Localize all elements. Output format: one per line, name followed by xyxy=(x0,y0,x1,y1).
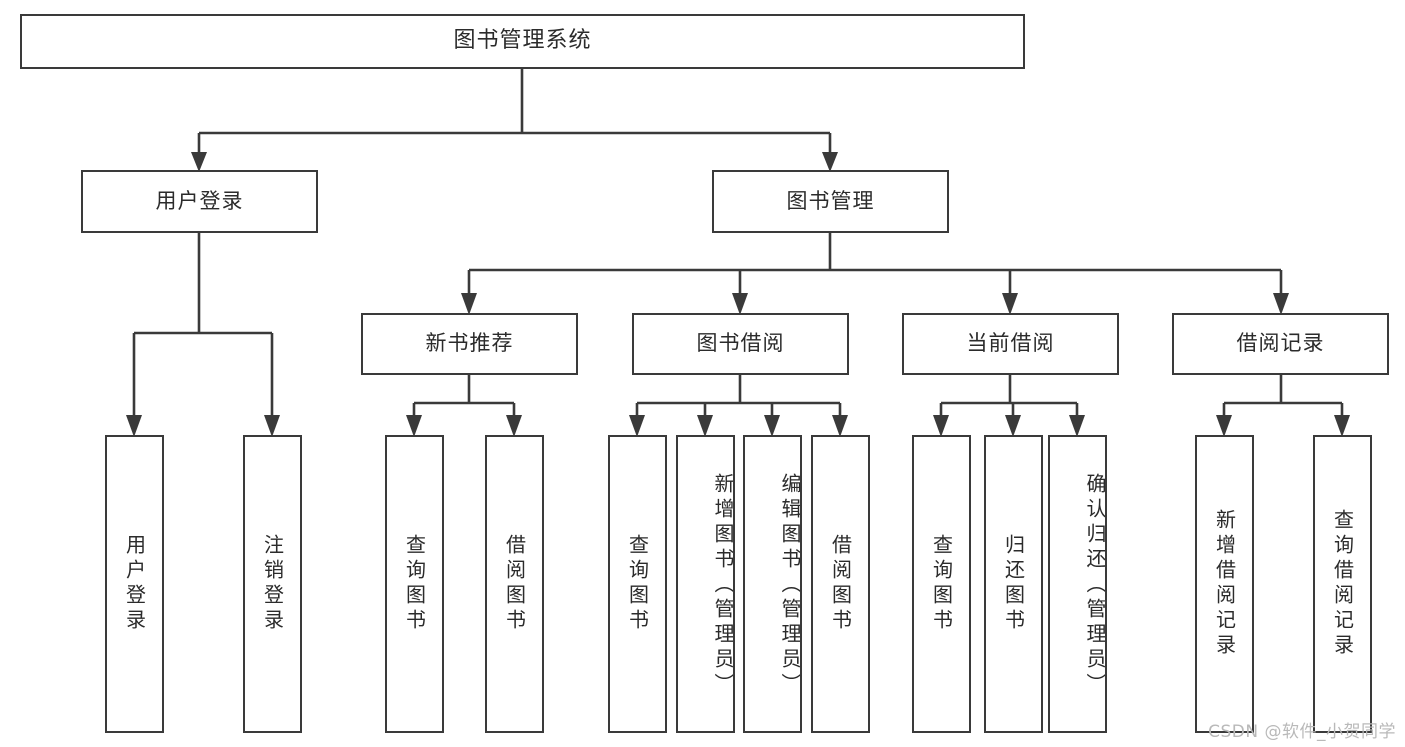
arrow-current-borrow-child-3 xyxy=(1069,415,1085,437)
leaf-current-borrow-confirm-return[interactable]: 确认归还（管理员） xyxy=(1048,435,1107,733)
leaf-user-login-login[interactable]: 用户登录 xyxy=(105,435,164,733)
arrow-borrow-record-child-2 xyxy=(1334,415,1350,437)
node-book-borrow[interactable]: 图书借阅 xyxy=(632,313,849,375)
leaf-book-borrow-edit[interactable]: 编辑图书（管理员） xyxy=(743,435,802,733)
node-book-manage[interactable]: 图书管理 xyxy=(712,170,949,233)
arrow-user-login-child-2 xyxy=(264,415,280,437)
leaf-book-borrow-borrow[interactable]: 借阅图书 xyxy=(811,435,870,733)
leaf-current-borrow-return[interactable]: 归还图书 xyxy=(984,435,1043,733)
arrow-to-current-borrow xyxy=(1002,293,1018,315)
arrow-to-book-manage xyxy=(822,152,838,172)
arrow-user-login-child-1 xyxy=(126,415,142,437)
arrow-to-borrow-record xyxy=(1273,293,1289,315)
leaf-borrow-record-query[interactable]: 查询借阅记录 xyxy=(1313,435,1372,733)
leaf-book-borrow-add[interactable]: 新增图书（管理员） xyxy=(676,435,735,733)
arrow-new-book-child-2 xyxy=(506,415,522,437)
leaf-user-login-logout[interactable]: 注销登录 xyxy=(243,435,302,733)
node-new-book-recommend[interactable]: 新书推荐 xyxy=(361,313,578,375)
node-root[interactable]: 图书管理系统 xyxy=(20,14,1025,69)
node-borrow-record[interactable]: 借阅记录 xyxy=(1172,313,1389,375)
arrow-new-book-child-1 xyxy=(406,415,422,437)
arrow-current-borrow-child-1 xyxy=(933,415,949,437)
arrow-to-book-borrow xyxy=(732,293,748,315)
leaf-new-book-query[interactable]: 查询图书 xyxy=(385,435,444,733)
arrow-book-borrow-child-2 xyxy=(697,415,713,437)
arrow-to-new-book xyxy=(461,293,477,315)
leaf-borrow-record-add[interactable]: 新增借阅记录 xyxy=(1195,435,1254,733)
node-user-login[interactable]: 用户登录 xyxy=(81,170,318,233)
arrow-book-borrow-child-3 xyxy=(764,415,780,437)
arrow-borrow-record-child-1 xyxy=(1216,415,1232,437)
leaf-book-borrow-query[interactable]: 查询图书 xyxy=(608,435,667,733)
arrow-book-borrow-child-1 xyxy=(629,415,645,437)
arrow-to-user-login xyxy=(191,152,207,172)
leaf-current-borrow-query[interactable]: 查询图书 xyxy=(912,435,971,733)
arrow-book-borrow-child-4 xyxy=(832,415,848,437)
leaf-new-book-borrow[interactable]: 借阅图书 xyxy=(485,435,544,733)
arrow-current-borrow-child-2 xyxy=(1005,415,1021,437)
node-current-borrow[interactable]: 当前借阅 xyxy=(902,313,1119,375)
